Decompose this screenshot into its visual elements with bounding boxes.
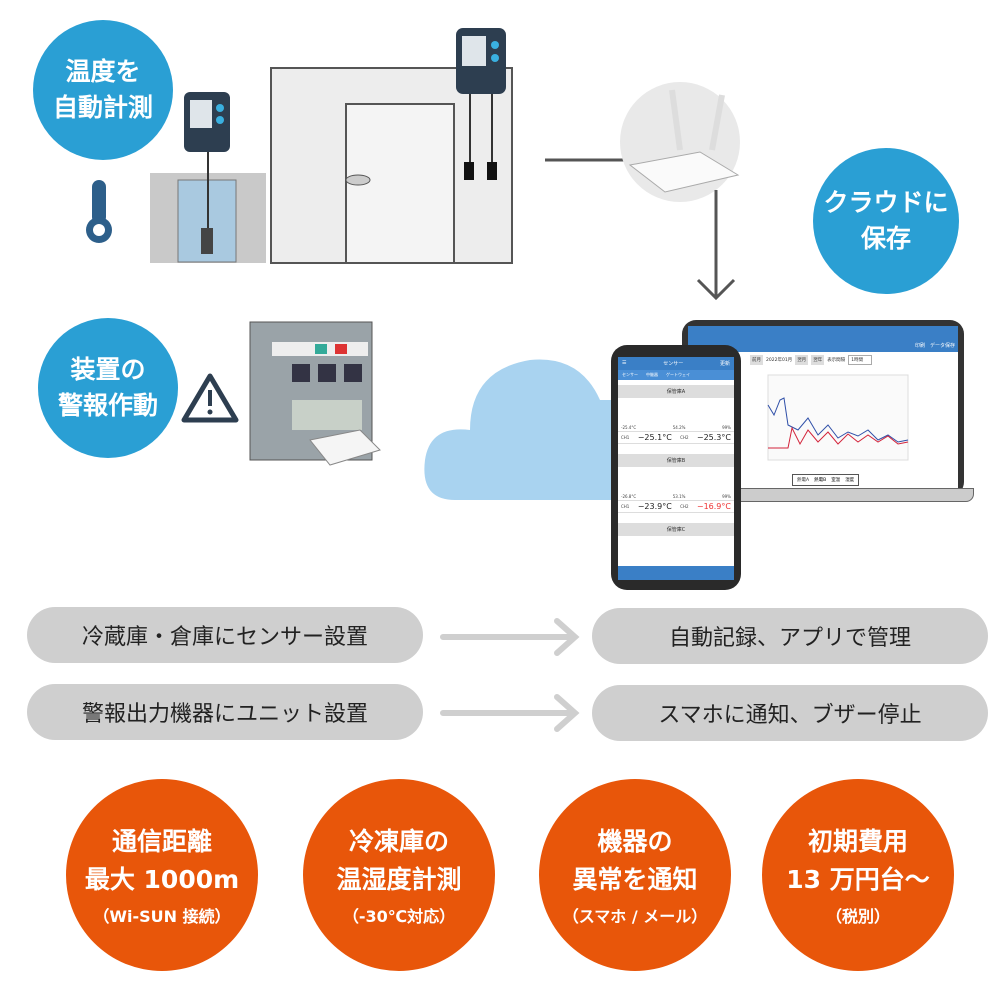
bubble-alarm: 装置の 警報作動 — [38, 318, 178, 458]
cloud-shape — [424, 359, 620, 500]
freezer-room-illustration — [270, 67, 513, 264]
prev-month-button[interactable]: 前月 — [750, 355, 763, 365]
gateway-router — [620, 82, 740, 202]
tab-relay[interactable]: 中継器 — [646, 372, 658, 377]
menu-icon[interactable]: ☰ — [622, 360, 627, 366]
system-illustration — [86, 28, 740, 500]
bubble-cloud: クラウドに 保存 — [813, 148, 959, 294]
down-arrow — [696, 190, 736, 301]
temperature-chart — [767, 374, 909, 461]
flow-left-2: 警報出力機器にユニット設置 — [27, 684, 423, 740]
series-humidity — [767, 397, 909, 443]
refrigerator-door-illustration — [150, 150, 266, 263]
app-title: センサー — [663, 361, 684, 367]
section-c: 保管庫C — [618, 523, 734, 536]
feature-range: 通信距離最大 1000m（Wi-SUN 接続） — [66, 779, 258, 971]
flow-right-1: 自動記録、アプリで管理 — [592, 608, 988, 664]
interval-select[interactable]: 1時間 — [848, 355, 873, 365]
arrow-right-icon — [440, 618, 580, 656]
series-temp — [768, 426, 909, 449]
arrow-right-icon — [440, 694, 580, 732]
flow-arrows — [440, 618, 580, 732]
sensor-device-left — [184, 92, 230, 152]
month-label: 2022年01月 — [766, 358, 793, 363]
tab-sensor[interactable]: センサー — [622, 372, 638, 377]
flow-right-2: スマホに通知、ブザー停止 — [592, 685, 988, 741]
control-panel-illustration — [249, 321, 381, 466]
sensor-device-top — [456, 28, 506, 94]
bubble-auto-measure: 温度を 自動計測 — [33, 20, 173, 160]
warning-icon — [181, 373, 239, 423]
next-month-button[interactable]: 翌月 — [795, 355, 809, 365]
refresh-button[interactable]: 更新 — [719, 361, 730, 367]
save-data-button[interactable]: データ保存 — [929, 343, 955, 349]
thermometer-icon — [86, 180, 112, 243]
next-year-button[interactable]: 翌年 — [811, 355, 825, 365]
print-button[interactable]: 印刷 — [914, 343, 925, 349]
feature-freezer: 冷凍庫の温湿度計測（-30℃対応） — [303, 779, 495, 971]
tab-gateway[interactable]: ゲートウェイ — [666, 372, 690, 377]
feature-notify: 機器の異常を通知（スマホ / メール） — [539, 779, 731, 971]
interval-label: 表示間隔 — [827, 358, 846, 363]
flow-left-1: 冷蔵庫・倉庫にセンサー設置 — [27, 607, 423, 663]
